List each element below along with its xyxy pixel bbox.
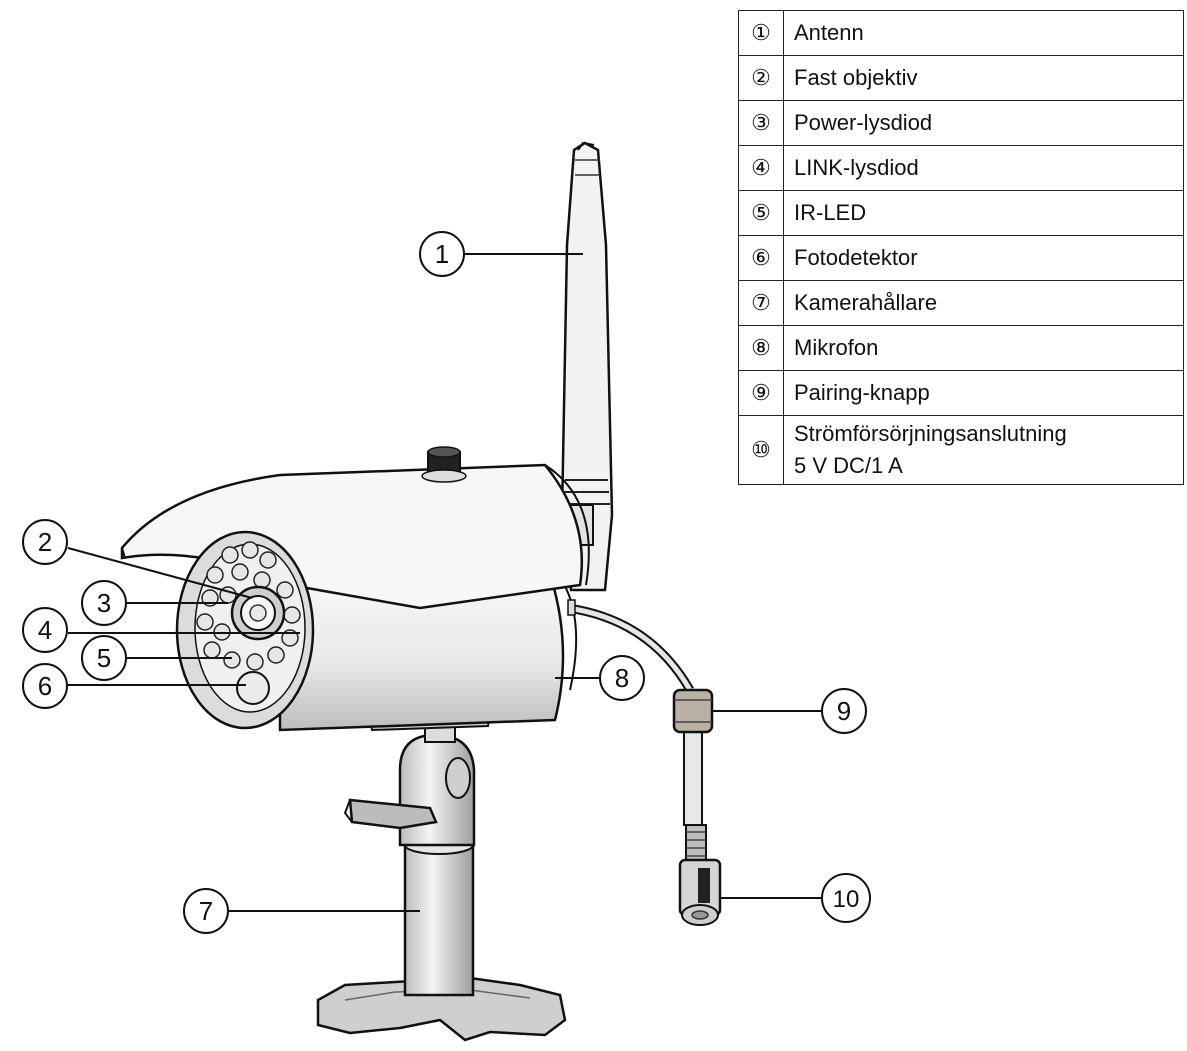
legend-number: ⑦: [738, 280, 784, 326]
legend-number: ②: [738, 55, 784, 101]
legend-label: Pairing-knapp: [783, 370, 1184, 416]
legend-row: ⑨ Pairing-knapp: [738, 370, 1184, 416]
legend-table: ① Antenn ② Fast objektiv ③ Power-lysdiod…: [738, 10, 1184, 485]
callout-2: 2: [22, 519, 68, 565]
svg-text:3: 3: [97, 588, 111, 618]
legend-label-line2: 5 V DC/1 A: [794, 453, 903, 478]
legend-row: ⑦ Kamerahållare: [738, 280, 1184, 326]
svg-text:4: 4: [38, 615, 52, 645]
callout-8: 8: [599, 655, 645, 701]
legend-row: ⑤ IR-LED: [738, 190, 1184, 236]
legend-number: ⑥: [738, 235, 784, 281]
callout-9: 9: [821, 688, 867, 734]
svg-text:8: 8: [615, 663, 629, 693]
svg-text:9: 9: [837, 696, 851, 726]
pairing-button: [672, 688, 714, 734]
legend-number: ⑤: [738, 190, 784, 236]
legend-label: Kamerahållare: [783, 280, 1184, 326]
stand-column: [403, 835, 475, 997]
callout-4: 4: [22, 607, 68, 653]
legend-row: ⑧ Mikrofon: [738, 325, 1184, 371]
legend-label: IR-LED: [783, 190, 1184, 236]
legend-label: Fotodetektor: [783, 235, 1184, 281]
callout-5: 5: [81, 635, 127, 681]
callout-10: 10: [821, 873, 871, 923]
legend-row: ⑩ Strömförsörjningsanslutning 5 V DC/1 A: [738, 415, 1184, 485]
legend-number: ⑧: [738, 325, 784, 371]
leader-lines: [67, 253, 822, 912]
legend-label: Mikrofon: [783, 325, 1184, 371]
legend-row: ③ Power-lysdiod: [738, 100, 1184, 146]
top-knob: [421, 446, 467, 483]
legend-label: Fast objektiv: [783, 55, 1184, 101]
legend-row: ⑥ Fotodetektor: [738, 235, 1184, 281]
legend-row: ① Antenn: [738, 10, 1184, 56]
svg-text:1: 1: [435, 239, 449, 269]
legend-number: ③: [738, 100, 784, 146]
legend-number: ④: [738, 145, 784, 191]
photodetector: [236, 671, 270, 705]
wing-nut: [343, 798, 438, 830]
legend-label: Antenn: [783, 10, 1184, 56]
legend-label-line1: Strömförsörjningsanslutning: [794, 421, 1067, 446]
legend-number: ⑨: [738, 370, 784, 416]
callout-7: 7: [183, 888, 229, 934]
svg-text:2: 2: [38, 527, 52, 557]
svg-text:6: 6: [38, 671, 52, 701]
legend-label: Strömförsörjningsanslutning 5 V DC/1 A: [783, 415, 1184, 485]
callout-6: 6: [22, 663, 68, 709]
legend-number: ①: [738, 10, 784, 56]
svg-text:7: 7: [199, 896, 213, 926]
legend-label: LINK-lysdiod: [783, 145, 1184, 191]
legend-label: Power-lysdiod: [783, 100, 1184, 146]
legend-row: ④ LINK-lysdiod: [738, 145, 1184, 191]
fixed-lens: [230, 585, 286, 641]
svg-text:10: 10: [833, 886, 860, 913]
callout-3: 3: [81, 580, 127, 626]
svg-text:5: 5: [97, 643, 111, 673]
sun-shield: [120, 463, 590, 610]
callout-1: 1: [419, 231, 465, 277]
legend-number: ⑩: [738, 415, 784, 485]
power-connector: [678, 824, 722, 926]
ir-led-ring: [196, 541, 301, 671]
legend-row: ② Fast objektiv: [738, 55, 1184, 101]
